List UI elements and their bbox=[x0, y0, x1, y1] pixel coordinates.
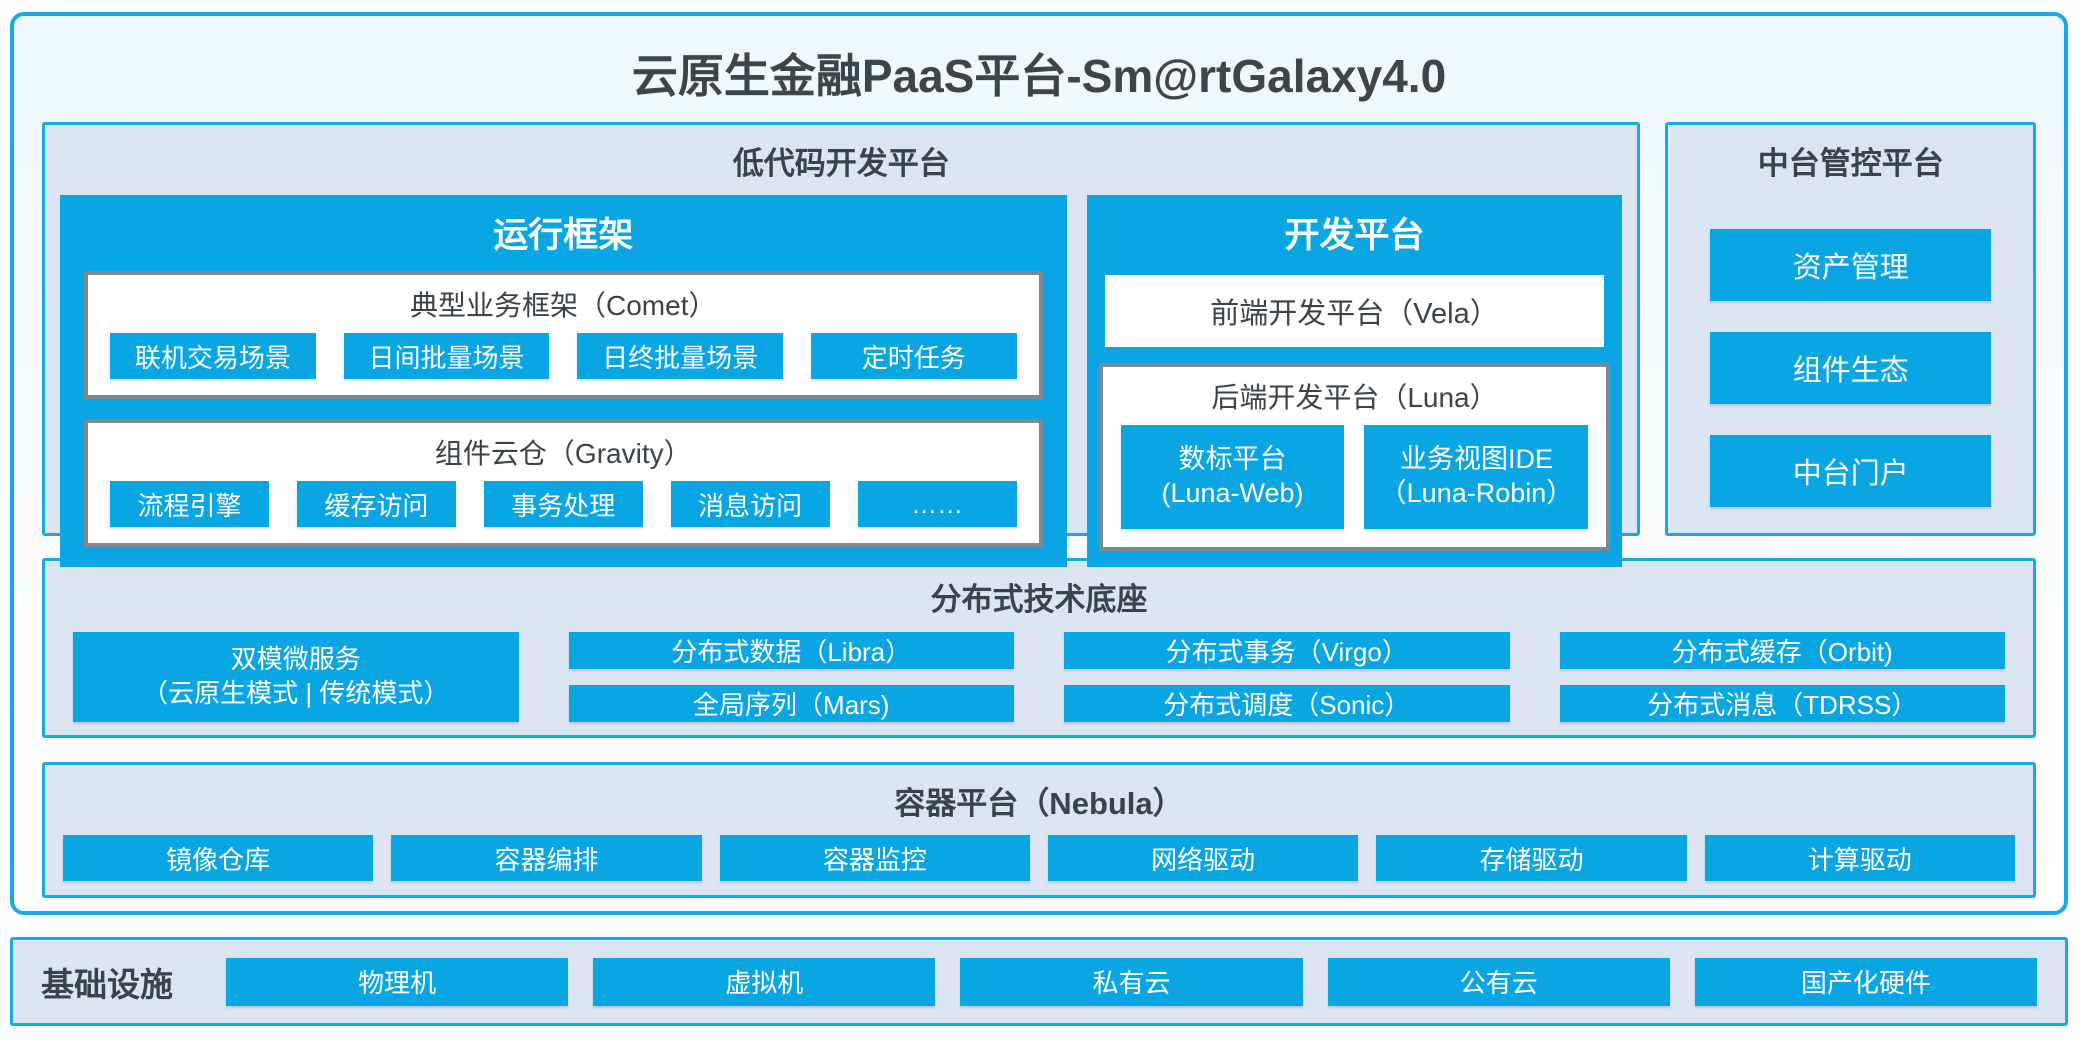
comet-item: 日终批量场景 bbox=[577, 333, 783, 379]
container-platform-item: 网络驱动 bbox=[1047, 835, 1359, 881]
lowcode-platform-panel: 低代码开发平台 运行框架 典型业务框架（Comet） 联机交易场景 日间批量场景… bbox=[42, 122, 1641, 567]
luna-robin-line2: （Luna-Robin） bbox=[1379, 478, 1574, 508]
page-title: 云原生金融PaaS平台-Sm@rtGalaxy4.0 bbox=[631, 50, 1447, 102]
dev-platform-title: 开发平台 bbox=[1284, 216, 1425, 255]
distributed-item: 分布式事务（Virgo） bbox=[1064, 632, 1510, 669]
comet-item: 定时任务 bbox=[810, 333, 1017, 379]
runtime-framework-title: 运行框架 bbox=[493, 216, 634, 255]
distributed-column-3: 分布式缓存（Orbit) 分布式消息（TDRSS） bbox=[1559, 632, 2005, 722]
comet-item: 联机交易场景 bbox=[110, 333, 316, 379]
mid-platform-item: 资产管理 bbox=[1710, 229, 1991, 301]
dual-mode-line1: 双模微服务 bbox=[230, 644, 361, 675]
infrastructure-item: 虚拟机 bbox=[593, 957, 936, 1006]
gravity-warehouse-title: 组件云仓（Gravity） bbox=[434, 438, 692, 469]
lowcode-platform-body: 运行框架 典型业务框架（Comet） 联机交易场景 日间批量场景 日终批量场景 … bbox=[45, 193, 1637, 583]
comet-item: 日间批量场景 bbox=[343, 333, 550, 379]
mid-platform-item: 中台门户 bbox=[1710, 435, 1991, 507]
top-row: 低代码开发平台 运行框架 典型业务框架（Comet） 联机交易场景 日间批量场景… bbox=[42, 122, 2036, 567]
distributed-column-1: 分布式数据（Libra） 全局序列（Mars) bbox=[568, 632, 1014, 722]
container-platform-item: 计算驱动 bbox=[1704, 835, 2015, 881]
luna-web-line2: (Luna-Web) bbox=[1161, 478, 1304, 508]
distributed-item: 分布式数据（Libra） bbox=[568, 632, 1014, 669]
luna-backend-title: 后端开发平台（Luna） bbox=[1211, 382, 1498, 413]
distributed-item: 分布式消息（TDRSS） bbox=[1559, 685, 2005, 722]
comet-items-row: 联机交易场景 日间批量场景 日终批量场景 定时任务 bbox=[88, 331, 1039, 395]
gravity-item: 缓存访问 bbox=[296, 481, 456, 527]
gravity-items-row: 流程引擎 缓存访问 事务处理 消息访问 …… bbox=[88, 479, 1039, 543]
luna-robin-item: 业务视图IDE （Luna-Robin） bbox=[1364, 425, 1589, 529]
infrastructure-item: 公有云 bbox=[1327, 957, 1670, 1006]
distributed-base-body: 双模微服务 （云原生模式 | 传统模式） 分布式数据（Libra） 全局序列（M… bbox=[45, 629, 2033, 739]
mid-platform-body: 资产管理 组件生态 中台门户 bbox=[1668, 193, 2033, 533]
container-platform-item: 容器编排 bbox=[391, 835, 702, 881]
gravity-item: 事务处理 bbox=[483, 481, 643, 527]
gravity-item: 流程引擎 bbox=[110, 481, 269, 527]
vela-frontend-box: 前端开发平台（Vela） bbox=[1104, 275, 1605, 347]
gravity-warehouse-box: 组件云仓（Gravity） 流程引擎 缓存访问 事务处理 消息访问 …… bbox=[84, 419, 1043, 547]
distributed-base-title: 分布式技术底座 bbox=[930, 582, 1148, 617]
dual-mode-line2: （云原生模式 | 传统模式） bbox=[142, 678, 450, 708]
dev-platform-box: 开发平台 前端开发平台（Vela） 后端开发平台（Luna） 数标平台 (Lun… bbox=[1086, 195, 1623, 567]
container-platform-item: 存储驱动 bbox=[1376, 835, 1687, 881]
distributed-item: 全局序列（Mars) bbox=[568, 685, 1014, 722]
distributed-item: 分布式缓存（Orbit) bbox=[1559, 632, 2005, 669]
comet-framework-box: 典型业务框架（Comet） 联机交易场景 日间批量场景 日终批量场景 定时任务 bbox=[84, 271, 1043, 399]
mid-platform-item: 组件生态 bbox=[1710, 332, 1991, 404]
gravity-item: 消息访问 bbox=[670, 481, 830, 527]
distributed-item: 分布式调度（Sonic） bbox=[1064, 685, 1510, 722]
container-platform-item: 镜像仓库 bbox=[63, 835, 374, 881]
mid-platform-title: 中台管控平台 bbox=[1757, 146, 1944, 181]
luna-robin-line1: 业务视图IDE bbox=[1399, 444, 1553, 475]
container-platform-panel: 容器平台（Nebula） 镜像仓库 容器编排 容器监控 网络驱动 存储驱动 计算… bbox=[42, 762, 2036, 898]
infrastructure-panel: 基础设施 物理机 虚拟机 私有云 公有云 国产化硬件 bbox=[10, 937, 2068, 1026]
distributed-base-panel: 分布式技术底座 双模微服务 （云原生模式 | 传统模式） 分布式数据（Libra… bbox=[42, 558, 2036, 738]
gravity-item: …… bbox=[857, 481, 1017, 527]
infrastructure-label: 基础设施 bbox=[41, 965, 173, 1003]
container-platform-row: 镜像仓库 容器编排 容器监控 网络驱动 存储驱动 计算驱动 bbox=[45, 833, 2033, 898]
infrastructure-item: 私有云 bbox=[960, 957, 1303, 1006]
luna-web-line1: 数标平台 bbox=[1178, 444, 1287, 475]
luna-items-row: 数标平台 (Luna-Web) 业务视图IDE （Luna-Robin） bbox=[1103, 423, 1607, 547]
diagram-frame: 云原生金融PaaS平台-Sm@rtGalaxy4.0 低代码开发平台 运行框架 … bbox=[10, 12, 2068, 915]
luna-backend-box: 后端开发平台（Luna） 数标平台 (Luna-Web) 业务视图IDE （Lu… bbox=[1098, 363, 1611, 551]
comet-framework-title: 典型业务框架（Comet） bbox=[410, 290, 717, 321]
infrastructure-item: 国产化硬件 bbox=[1694, 957, 2038, 1006]
container-platform-item: 容器监控 bbox=[719, 835, 1030, 881]
distributed-column-2: 分布式事务（Virgo） 分布式调度（Sonic） bbox=[1064, 632, 1510, 722]
dual-mode-microservice-item: 双模微服务 （云原生模式 | 传统模式） bbox=[73, 632, 519, 722]
mid-platform-panel: 中台管控平台 资产管理 组件生态 中台门户 bbox=[1665, 122, 2036, 536]
infrastructure-item: 物理机 bbox=[226, 957, 569, 1006]
container-platform-title: 容器平台（Nebula） bbox=[894, 786, 1184, 821]
lowcode-platform-title: 低代码开发平台 bbox=[732, 146, 950, 181]
luna-web-item: 数标平台 (Luna-Web) bbox=[1120, 425, 1345, 529]
runtime-framework-box: 运行框架 典型业务框架（Comet） 联机交易场景 日间批量场景 日终批量场景 … bbox=[60, 195, 1067, 567]
